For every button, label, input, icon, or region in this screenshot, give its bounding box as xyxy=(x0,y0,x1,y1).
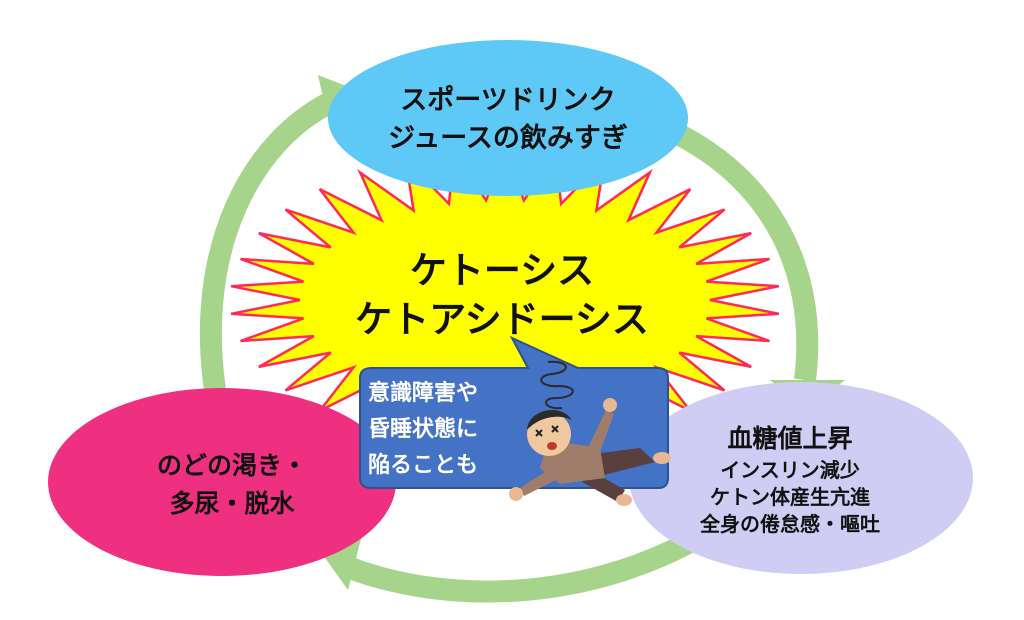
right-node-ellipse xyxy=(629,382,973,574)
top-node-ellipse xyxy=(328,40,688,196)
left-node-line1: のどの渇き・ xyxy=(157,451,307,480)
callout-line3: 陥ることも xyxy=(368,452,478,478)
top-node-line2: ジュースの飲みすぎ xyxy=(388,122,628,154)
arrow-top-to-right xyxy=(660,117,819,382)
center-line2: ケトアシドーシス xyxy=(355,298,649,341)
center-line1: ケトーシス xyxy=(410,249,594,292)
callout-line2: 昏睡状態に xyxy=(368,416,478,442)
top-node-line1: スポーツドリンク xyxy=(400,85,615,116)
arrow-right-to-left xyxy=(346,532,696,603)
left-node-line2: 多尿・脱水 xyxy=(169,489,295,518)
arrow-left-to-top xyxy=(199,90,340,392)
right-node-line1: インスリン減少 xyxy=(720,458,860,482)
collapsed-person-icon xyxy=(509,398,671,506)
right-node-line3: 全身の倦怠感・嘔吐 xyxy=(699,512,880,536)
right-node-line2: ケトン体産生亢進 xyxy=(710,485,870,509)
left-node-ellipse xyxy=(48,388,396,576)
callout-line1: 意識障害や xyxy=(368,380,478,406)
dizzy-swirl-icon xyxy=(540,360,574,410)
right-node-title: 血糖値上昇 xyxy=(727,424,852,453)
